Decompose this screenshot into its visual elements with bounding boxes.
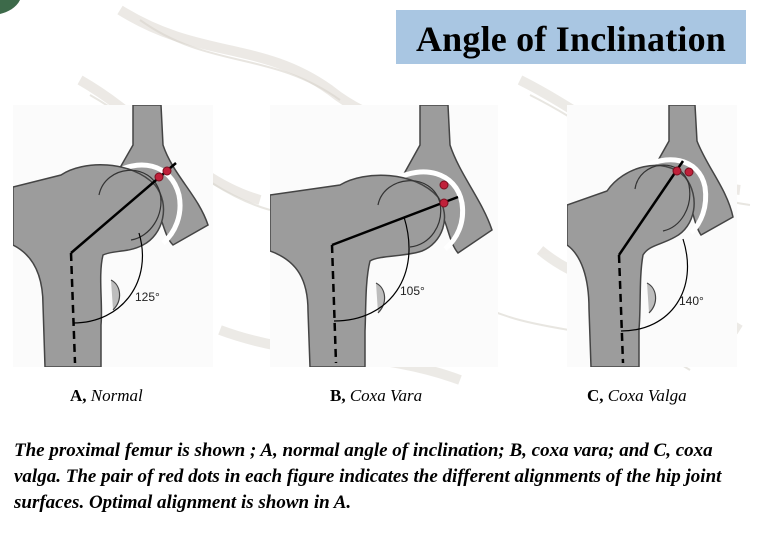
angle-arc (333, 216, 410, 322)
alignment-dot (439, 180, 449, 190)
lesser-trochanter (375, 282, 386, 314)
angle-label: 125° (135, 290, 160, 304)
logo-corner (0, 0, 20, 14)
femur-diagram-c: 140° (567, 105, 734, 367)
femur-diagram-b: 105° (270, 105, 493, 367)
figure-name: Coxa Vara (349, 386, 423, 405)
figure-name: Normal (90, 386, 143, 405)
femur-bone (13, 164, 165, 367)
femur-diagram-a: 125° (13, 105, 209, 367)
joint-gap-arc (394, 169, 466, 251)
figure-label-a: A, Normal (70, 386, 143, 406)
title-banner: Angle of Inclination (396, 10, 746, 64)
alignment-dot (684, 167, 694, 177)
joint-gap-arc (109, 162, 183, 245)
femoral-head-outline (634, 164, 691, 232)
alignment-dot (162, 166, 172, 176)
neck-axis-line (617, 160, 685, 256)
joint-gap-arc (639, 157, 709, 235)
lesser-trochanter (110, 279, 121, 311)
figure-letter: C, (587, 386, 604, 405)
neck-axis-line (331, 195, 459, 247)
alignment-dot (672, 166, 682, 176)
angle-label: 140° (679, 294, 704, 308)
alignment-dot (439, 198, 449, 208)
femoral-head-outline (98, 169, 162, 241)
figure-label-c: C, Coxa Valga (587, 386, 687, 406)
figure-name: Coxa Valga (607, 386, 687, 405)
page-title: Angle of Inclination (415, 19, 727, 59)
angle-arc (620, 238, 688, 332)
femur-bone (567, 164, 695, 367)
alignment-dot (154, 172, 164, 182)
femur-bone (270, 174, 446, 367)
angle-label: 105° (400, 284, 425, 298)
figure-b-coxa-vara: 105° (270, 105, 498, 367)
figure-letter: B, (330, 386, 346, 405)
angle-arc (72, 232, 144, 324)
shaft-axis-line (617, 254, 625, 364)
figure-label-b: B, Coxa Vara (330, 386, 422, 406)
shaft-axis-line (69, 252, 77, 364)
figure-a-normal: 125° (13, 105, 213, 367)
lesser-trochanter (646, 282, 657, 314)
figure-c-coxa-valga: 140° (567, 105, 737, 367)
shaft-axis-line (330, 244, 338, 364)
figure-caption: The proximal femur is shown ; A, normal … (14, 440, 722, 513)
figure-letter: A, (70, 386, 87, 405)
